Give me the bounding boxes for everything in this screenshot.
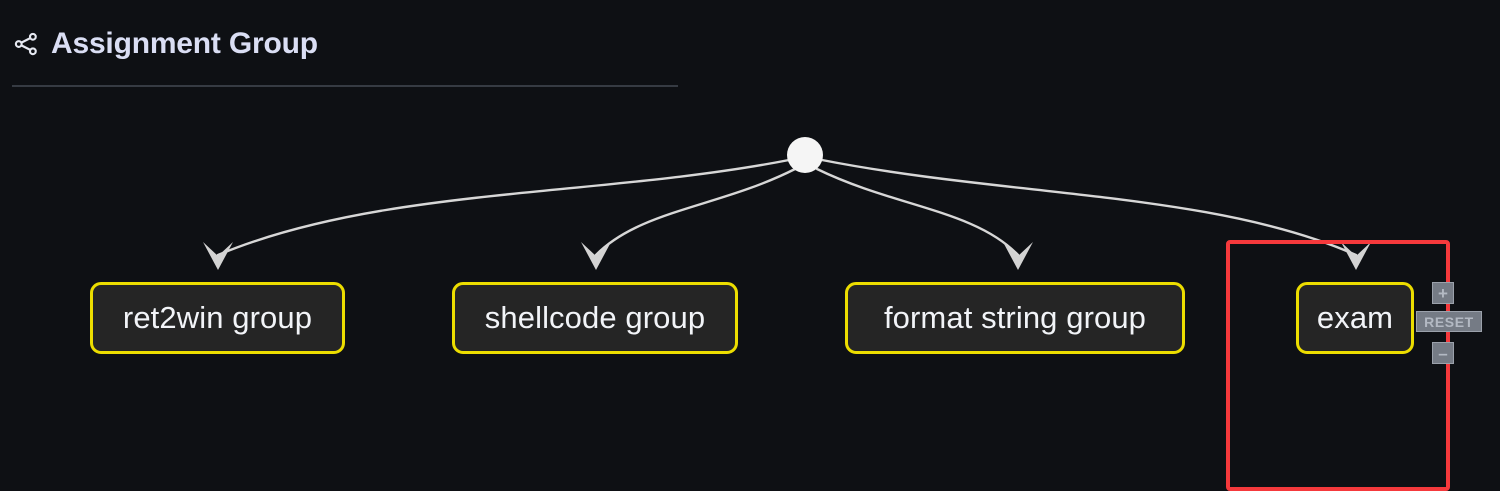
- zoom-out-button[interactable]: –: [1432, 342, 1454, 364]
- arrowhead-formatstring: [1003, 242, 1033, 270]
- zoom-in-button[interactable]: +: [1432, 282, 1454, 304]
- edge-root-to-exam: [820, 158, 1358, 257]
- node-format-string-group[interactable]: format string group: [845, 282, 1185, 354]
- graph-edges-layer: [203, 137, 1371, 270]
- title-divider: [12, 85, 678, 87]
- node-label: format string group: [883, 300, 1147, 335]
- edge-arrowheads: [203, 242, 1371, 270]
- node-label: shellcode group: [484, 300, 706, 335]
- page-header: Assignment Group: [0, 0, 1500, 92]
- edge-root-to-shellcode: [594, 167, 797, 257]
- root-node: [787, 137, 823, 173]
- zoom-reset-button[interactable]: RESET: [1416, 311, 1482, 332]
- arrowhead-ret2win: [203, 242, 233, 270]
- arrowhead-shellcode: [581, 242, 611, 270]
- arrowhead-exam: [1341, 242, 1371, 270]
- edge-root-to-ret2win: [216, 158, 791, 257]
- node-ret2win-group[interactable]: ret2win group: [90, 282, 345, 354]
- node-label: exam: [1316, 300, 1394, 335]
- selection-rectangle[interactable]: [1226, 240, 1450, 491]
- share-nodes-icon: [11, 29, 41, 59]
- edge-root-to-formatstring: [815, 167, 1020, 257]
- node-label: ret2win group: [122, 300, 313, 335]
- graph-canvas[interactable]: ret2win group shellcode group format str…: [0, 92, 1500, 491]
- node-shellcode-group[interactable]: shellcode group: [452, 282, 738, 354]
- node-exam[interactable]: exam: [1296, 282, 1414, 354]
- page-title: Assignment Group: [51, 27, 318, 60]
